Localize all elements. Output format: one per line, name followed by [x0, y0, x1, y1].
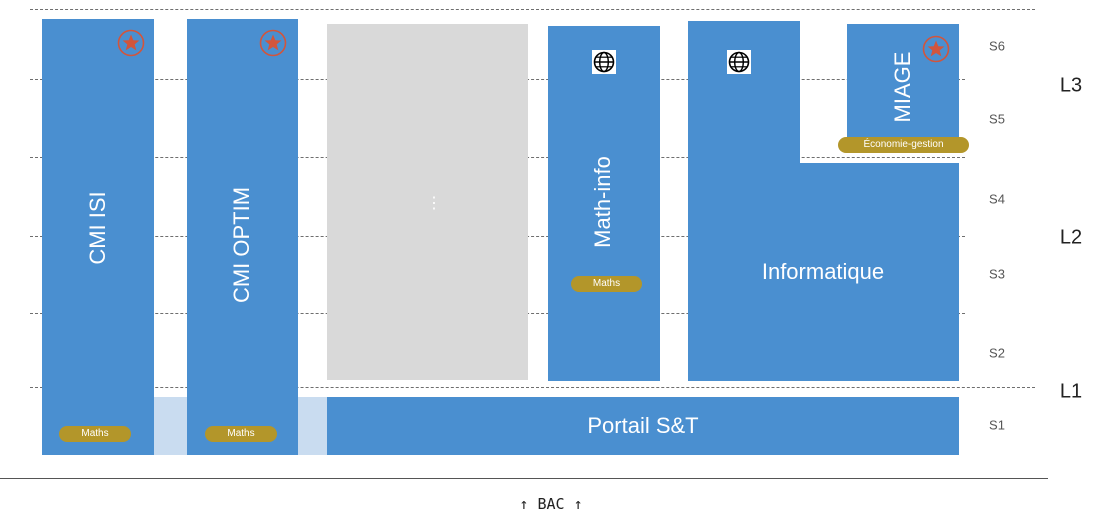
grid-line — [30, 9, 1035, 10]
track-miage[interactable] — [847, 24, 959, 150]
track-label: Informatique — [761, 259, 885, 284]
bac-label: ↑ BAC ↑ — [519, 495, 583, 513]
star-icon — [117, 29, 145, 57]
track-label: CMI OPTIM — [229, 186, 254, 304]
semester-label: S4 — [989, 191, 1005, 207]
globe-icon — [727, 50, 751, 74]
track-label: CMI ISI — [85, 191, 110, 265]
ellipsis: ⋮ — [426, 195, 442, 212]
semester-label: S3 — [989, 266, 1005, 282]
semester-label: S5 — [989, 111, 1005, 127]
level-label: L2 — [1059, 226, 1083, 249]
track-informatique-base[interactable] — [688, 163, 959, 381]
connector — [298, 397, 327, 455]
badge-maths: Maths — [59, 426, 131, 442]
connector — [154, 397, 187, 455]
track-cmi-isi[interactable] — [42, 19, 154, 455]
level-label: L1 — [1059, 380, 1083, 403]
semester-label: S2 — [989, 345, 1005, 361]
baseline — [0, 478, 1048, 479]
badge-economie-gestion: Économie-gestion — [838, 137, 969, 153]
semester-label: S1 — [989, 417, 1005, 433]
track-math-info[interactable] — [548, 26, 660, 381]
track-label: Portail S&T — [587, 413, 699, 438]
track-label: Math-info — [590, 156, 615, 248]
track-cmi-optim[interactable] — [187, 19, 298, 455]
star-icon — [259, 29, 287, 57]
globe-icon — [592, 50, 616, 74]
badge-maths: Maths — [205, 426, 277, 442]
grid-line — [30, 387, 1035, 388]
semester-label: S6 — [989, 38, 1005, 54]
star-icon — [922, 35, 950, 63]
level-label: L3 — [1059, 74, 1083, 97]
badge-maths: Maths — [571, 276, 642, 292]
track-label: MIAGE — [890, 51, 915, 123]
more-tracks-placeholder — [327, 24, 528, 380]
track-portail-st[interactable] — [327, 397, 959, 455]
